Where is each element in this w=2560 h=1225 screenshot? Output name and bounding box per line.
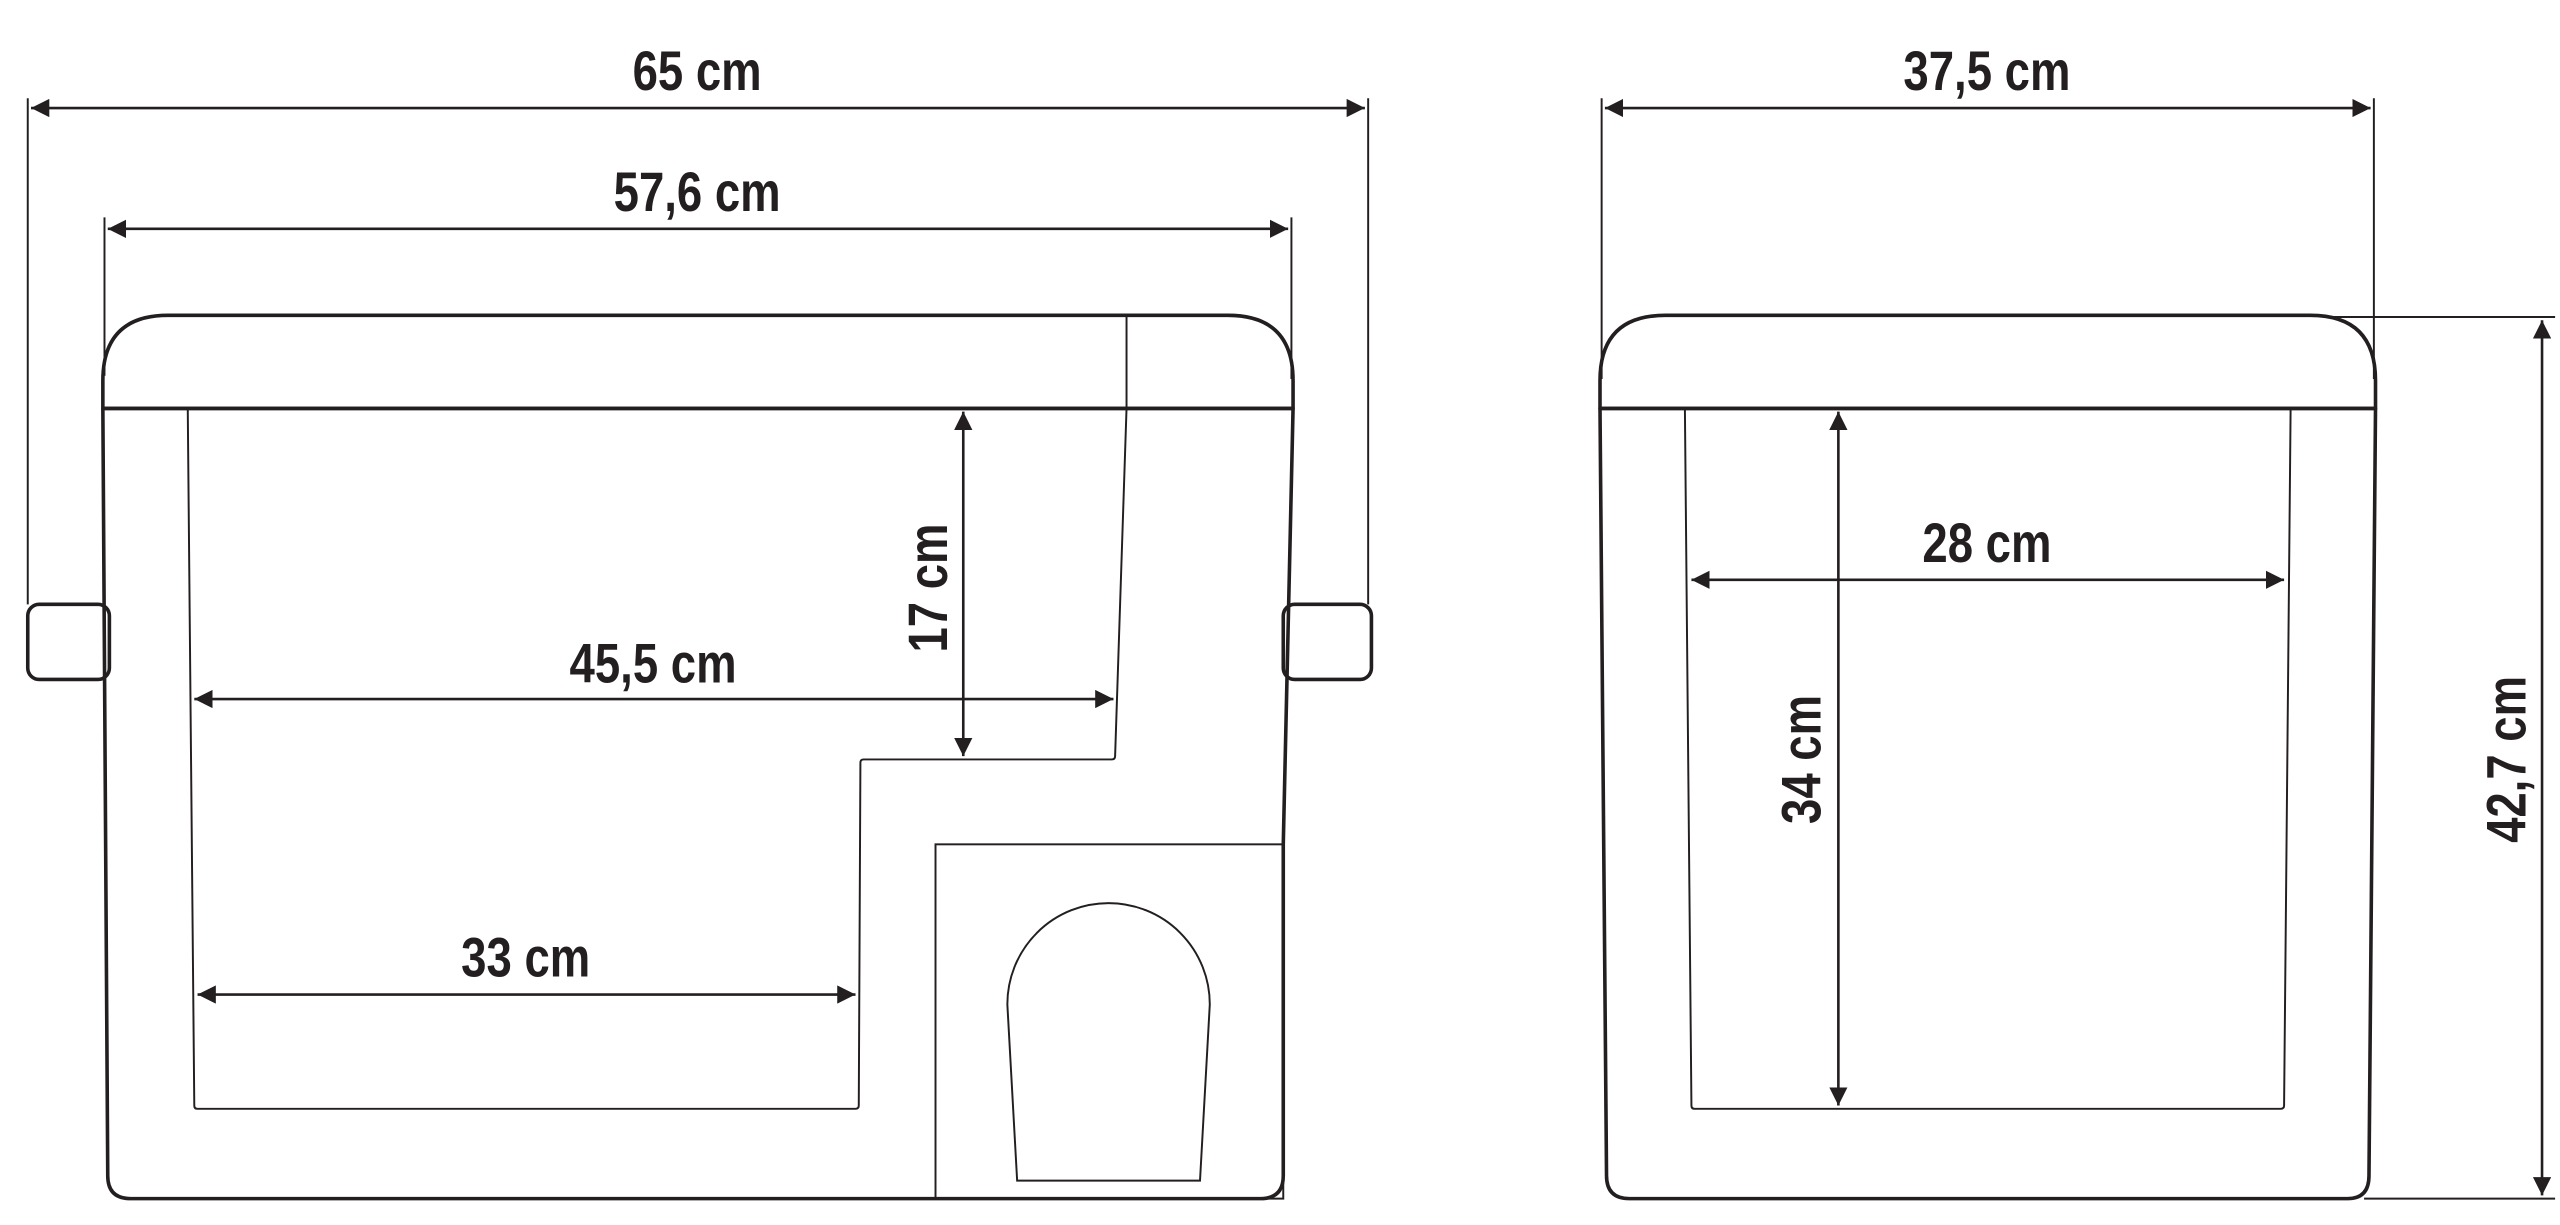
- right-handle: [1281, 602, 1374, 682]
- side-inner-cavity: [1683, 407, 2292, 1110]
- side-view: 37,5 cm 28 cm 34 cm 42,7 cm: [1598, 40, 2556, 1201]
- front-inner-cavity: [186, 407, 1128, 1110]
- front-lid: [101, 313, 1295, 411]
- left-handle: [25, 602, 112, 682]
- step-depth-label: 17 cm: [897, 523, 959, 652]
- inner-upper-width-label: 45,5 cm: [570, 632, 737, 694]
- inner-height-label: 34 cm: [1770, 695, 1832, 824]
- ventilation-grille: [1006, 902, 1211, 1182]
- front-view: 65 cm 57,6 cm 45,5 cm 17 cm 33 cm: [25, 40, 1374, 1201]
- lid-width-label: 57,6 cm: [614, 161, 781, 223]
- inner-lower-width-label: 33 cm: [461, 926, 590, 988]
- compressor-compartment: [934, 843, 1285, 1200]
- front-body: [101, 406, 1295, 1201]
- total-height-label: 42,7 cm: [2475, 676, 2537, 843]
- side-body: [1598, 406, 2378, 1201]
- inner-depth-label: 28 cm: [1922, 512, 2051, 574]
- side-lid: [1598, 313, 2378, 411]
- total-depth-label: 37,5 cm: [1903, 40, 2070, 102]
- total-width-label: 65 cm: [633, 40, 762, 102]
